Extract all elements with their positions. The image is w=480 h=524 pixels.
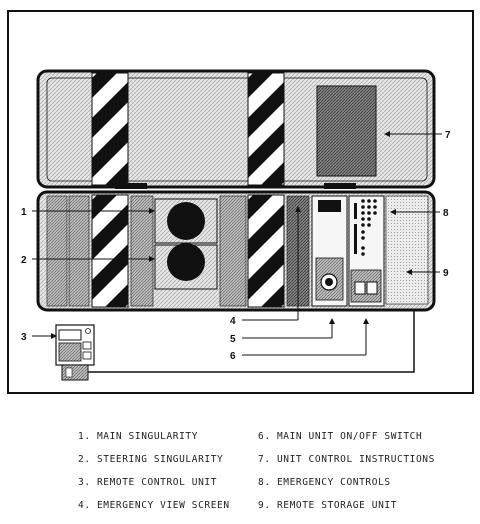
callout-6: 6 xyxy=(230,351,236,362)
steering-singularity xyxy=(167,243,205,281)
outer-frame xyxy=(7,10,474,394)
upper-module xyxy=(36,69,436,189)
ship-diagram: 1 2 3 4 5 6 7 8 9 xyxy=(7,10,474,394)
instructions-panel xyxy=(316,85,377,177)
legend-item: 2. STEERING SINGULARITY xyxy=(78,454,224,465)
remote-storage-unit xyxy=(385,195,429,305)
legend-item: 4. EMERGENCY VIEW SCREEN xyxy=(78,500,230,511)
callout-7: 7 xyxy=(445,130,451,141)
emergency-view-screen xyxy=(318,200,341,212)
main-singularity xyxy=(167,202,205,240)
remote-control-unit xyxy=(55,310,415,381)
callout-2: 2 xyxy=(21,255,27,266)
callout-4: 4 xyxy=(230,316,236,327)
callout-9: 9 xyxy=(443,268,449,279)
callout-8: 8 xyxy=(443,208,449,219)
legend-left-column: 1. MAIN SINGULARITY 2. STEERING SINGULAR… xyxy=(78,425,230,517)
legend-item: 9. REMOTE STORAGE UNIT xyxy=(258,500,398,511)
legend-item: 8. EMERGENCY CONTROLS xyxy=(258,477,391,488)
lower-module xyxy=(36,190,436,312)
legend: 1. MAIN SINGULARITY 2. STEERING SINGULAR… xyxy=(0,425,480,524)
legend-item: 7. UNIT CONTROL INSTRUCTIONS xyxy=(258,454,435,465)
legend-item: 3. REMOTE CONTROL UNIT xyxy=(78,477,218,488)
callout-1: 1 xyxy=(21,207,27,218)
legend-item: 1. MAIN SINGULARITY xyxy=(78,431,199,442)
callout-3: 3 xyxy=(21,332,27,343)
legend-right-column: 6. MAIN UNIT ON/OFF SWITCH 7. UNIT CONTR… xyxy=(258,425,435,517)
callout-5: 5 xyxy=(230,334,236,345)
legend-item: 6. MAIN UNIT ON/OFF SWITCH xyxy=(258,431,423,442)
